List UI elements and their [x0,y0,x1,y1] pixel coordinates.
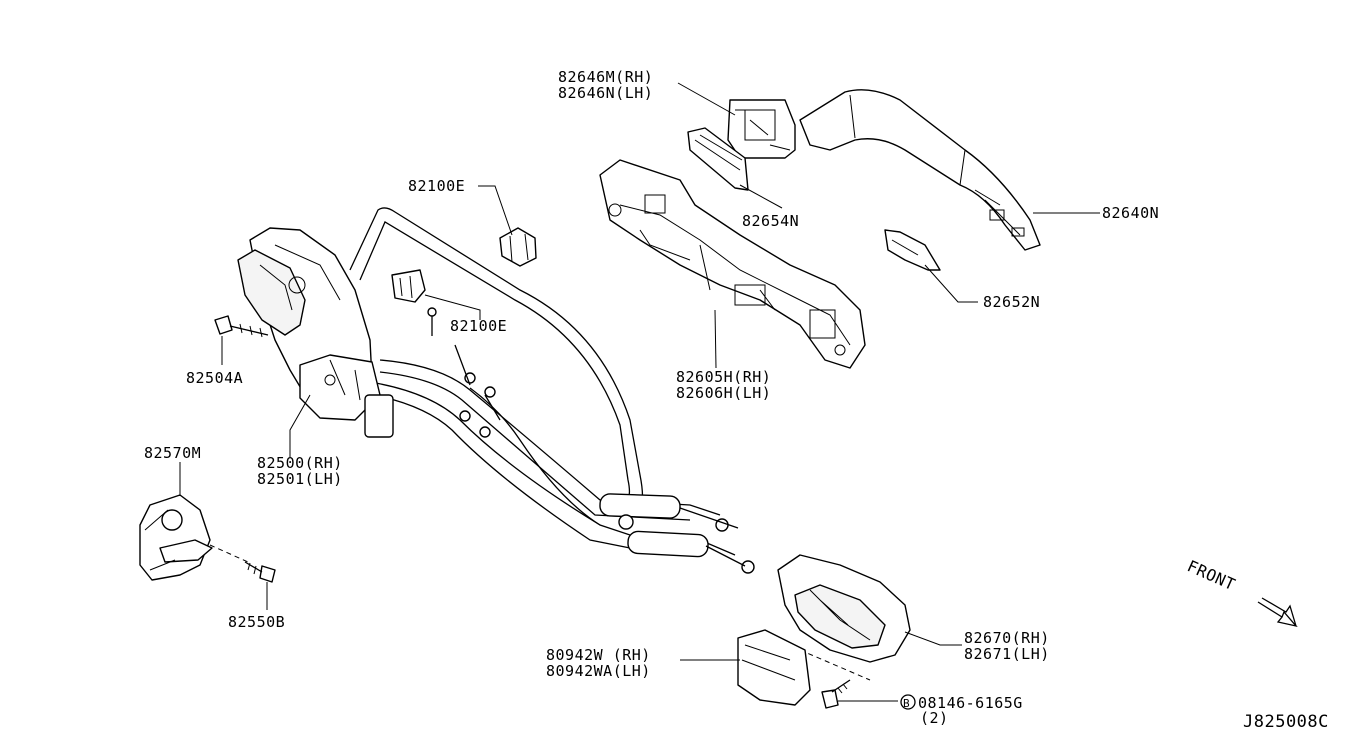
inside-handle [777,554,911,681]
label-82652n: 82652N [983,293,1040,311]
label-82501: 82501(LH) [257,470,343,488]
label-08146: 08146-6165G [918,694,1023,712]
door-lock-actuator [237,227,394,438]
diagram-code: J825008C [1243,712,1329,732]
label-82605h: 82605H(RH) [676,368,771,386]
label-82646m: 82646M(RH) [558,68,653,86]
handle-bolt [821,679,851,709]
cable-assembly [349,207,755,574]
label-82550b: 82550B [228,613,285,631]
label-82654n: 82654N [742,212,799,230]
bezel-cover [737,629,811,706]
label-82646n: 82646N(LH) [558,84,653,102]
label-82670: 82670(RH) [964,629,1050,647]
handle-escutcheon [727,99,796,159]
bolt-marker-circle [900,694,916,710]
lock-bolt [214,315,269,338]
leader-lines [179,82,1100,702]
striker-bracket [139,494,213,581]
label-82671: 82671(LH) [964,645,1050,663]
bolt-marker-letter: B [903,697,910,710]
cable-clip-lower [391,269,437,336]
label-80942w: 80942W (RH) [546,646,651,664]
outside-handle [799,89,1041,251]
label-82606h: 82606H(LH) [676,384,771,402]
label-82100e-upper: 82100E [408,177,465,195]
front-arrow [1257,597,1298,628]
label-82504a: 82504A [186,369,243,387]
gasket [687,127,749,191]
label-82500: 82500(RH) [257,454,343,472]
label-82570m: 82570M [144,444,201,462]
cable-clip-upper [499,227,537,267]
handle-frame [599,159,866,369]
bracket-screw [209,544,276,583]
label-82100e-lower: 82100E [450,317,507,335]
front-label: FRONT [1184,556,1238,594]
label-80942wa: 80942WA(LH) [546,662,651,680]
label-08146-qty: (2) [920,709,949,727]
label-82640n: 82640N [1102,204,1159,222]
small-bracket [884,229,941,271]
